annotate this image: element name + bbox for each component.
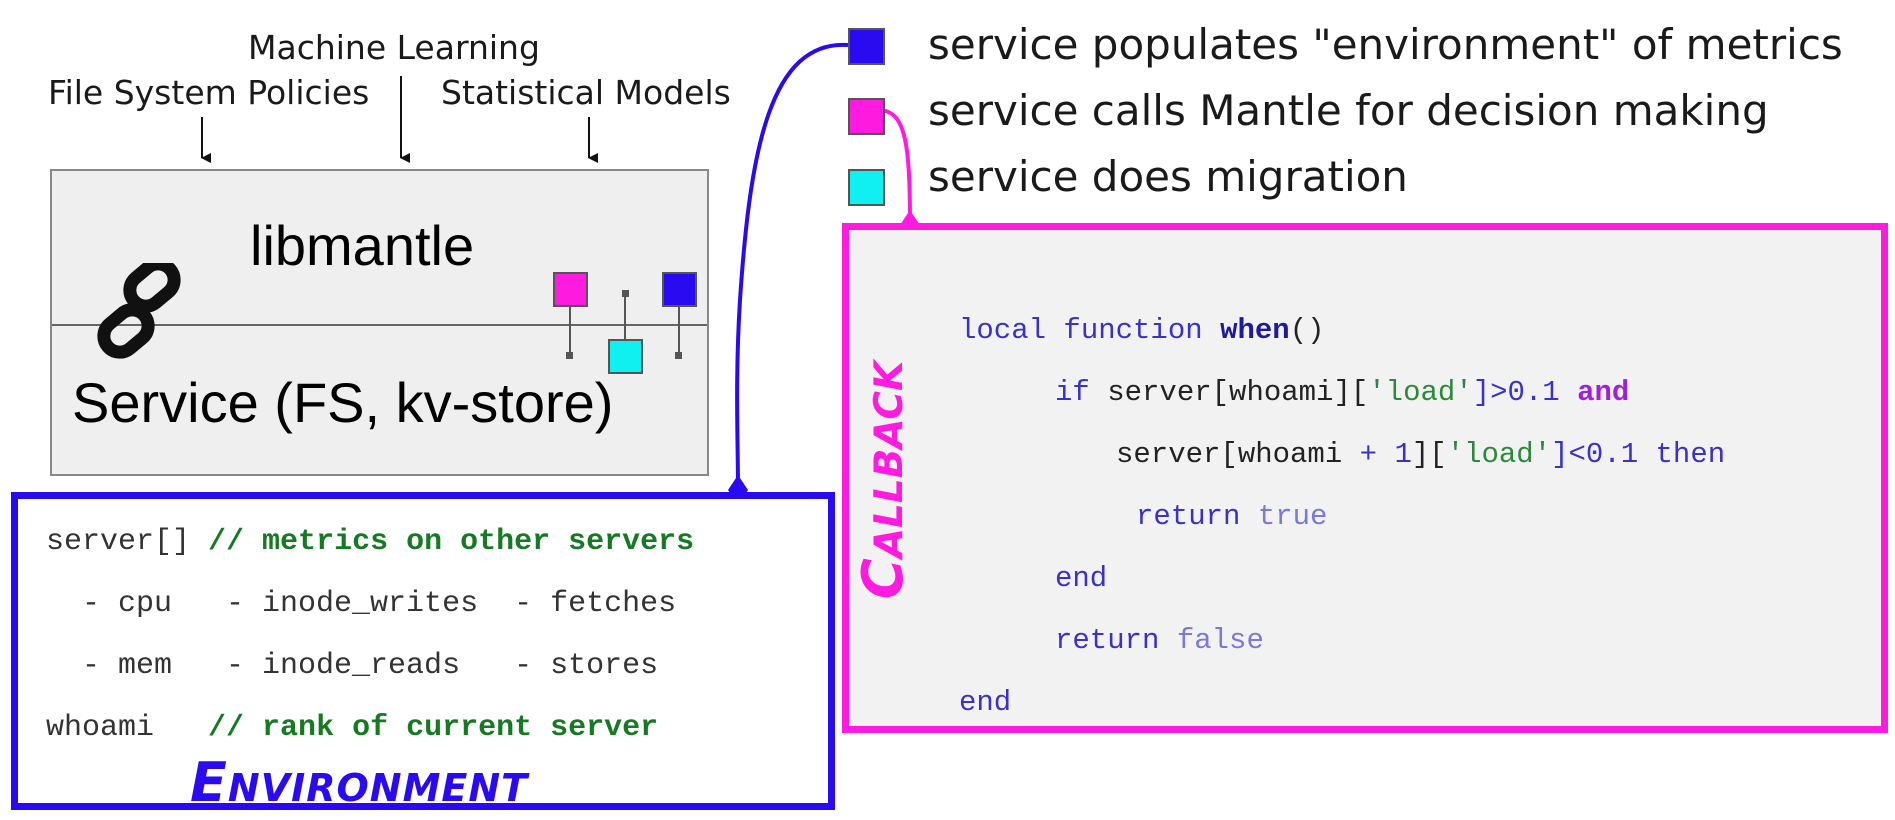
cb-server-2: server[whoami	[1116, 438, 1343, 471]
cb-server-1: server[whoami][	[1107, 376, 1369, 409]
legend-magenta-swatch	[848, 98, 885, 135]
cb-plus-1: + 1	[1359, 438, 1412, 471]
cb-kw-return-1: return	[1136, 500, 1241, 533]
cb-load-2: 'load'	[1446, 438, 1552, 471]
cyan-square-marker	[608, 339, 643, 374]
cb-bracket: ][	[1411, 438, 1447, 471]
libmantle-title: libmantle	[250, 214, 475, 277]
stack-divider	[52, 324, 707, 326]
cb-line-6: return false	[1055, 624, 1264, 657]
mantle-stack: libmantle Service (FS, kv-store)	[50, 169, 709, 476]
cb-kw-if: if	[1055, 376, 1090, 409]
cb-lt: ]<0.1	[1551, 438, 1639, 471]
cb-kw-end-2: end	[959, 686, 1012, 719]
blue-connector	[735, 42, 849, 491]
cb-true: true	[1257, 500, 1328, 533]
callback-box: Callback local function when() if server…	[842, 223, 1888, 733]
service-title: Service (FS, kv-store)	[72, 371, 614, 434]
env-whoami-comment: // rank of current server	[208, 711, 659, 745]
chain-link-icon	[97, 263, 181, 359]
file-system-policies-label: File System Policies	[48, 73, 370, 112]
cb-line-5: end	[1055, 562, 1107, 595]
cb-kw-function: function	[1063, 314, 1203, 347]
magenta-connector	[877, 108, 912, 226]
env-metrics-row-2: - mem - inode_reads - stores	[46, 649, 659, 683]
cb-line-4: return true	[1136, 500, 1327, 533]
environment-title: Environment	[190, 751, 529, 814]
marker-stems	[566, 290, 682, 359]
env-metrics-row-1: - cpu - inode_writes - fetches	[46, 587, 677, 621]
cb-kw-local: local	[959, 314, 1047, 347]
cb-line-2: if server[whoami]['load']>0.1 and	[1055, 376, 1629, 409]
legend-blue-swatch	[848, 28, 885, 65]
machine-learning-label: Machine Learning	[248, 28, 540, 67]
cb-load-1: 'load'	[1368, 376, 1473, 409]
legend-cyan-swatch	[848, 169, 885, 206]
legend-populates-label: service populates "environment" of metri…	[928, 20, 1843, 69]
legend-decision-label: service calls Mantle for decision making	[928, 86, 1769, 135]
statistical-models-label: Statistical Models	[441, 73, 731, 112]
cb-line-3: server[whoami + 1]['load']<0.1 then	[1116, 438, 1725, 471]
cb-false: false	[1176, 624, 1264, 657]
env-server-code: server[]	[46, 525, 191, 559]
env-whoami-code: whoami	[46, 711, 155, 745]
cb-parens: ()	[1289, 314, 1325, 347]
cb-line-7: end	[959, 686, 1011, 719]
callback-title: Callback	[851, 360, 916, 600]
cb-kw-then: then	[1655, 438, 1726, 471]
env-server-comment: // metrics on other servers	[208, 525, 695, 559]
magenta-square-marker	[553, 272, 588, 307]
cb-kw-return-2: return	[1055, 624, 1160, 657]
env-line-whoami: whoami // rank of current server	[46, 711, 658, 745]
cb-fn-when: when	[1220, 314, 1290, 347]
cb-kw-and: and	[1577, 376, 1630, 409]
legend-migration-label: service does migration	[928, 152, 1408, 201]
cb-gt: ]>0.1	[1472, 376, 1560, 409]
cb-kw-end-1: end	[1055, 562, 1108, 595]
env-line-server: server[] // metrics on other servers	[46, 525, 694, 559]
cb-line-1: local function when()	[959, 314, 1325, 347]
blue-square-marker	[662, 272, 697, 307]
environment-box: server[] // metrics on other servers - c…	[11, 492, 835, 814]
